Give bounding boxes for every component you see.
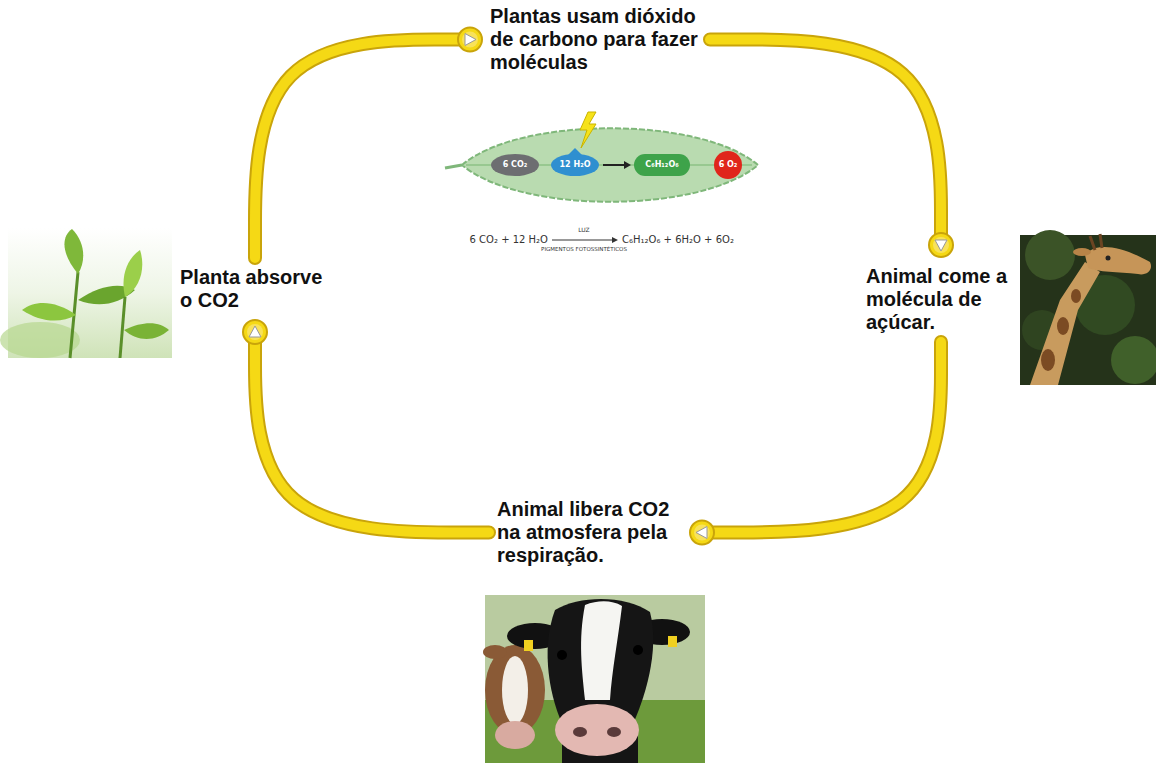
arrow-body <box>710 40 941 246</box>
step-text: Animal libera CO2 na atmosfera pela resp… <box>497 498 682 567</box>
giraffe-patch <box>1057 317 1069 335</box>
leaf-stalk <box>445 165 462 168</box>
reaction-arrow <box>603 164 624 166</box>
arrow-body <box>255 332 489 533</box>
giraffe-patch <box>1071 289 1081 303</box>
back-cow-muzzle <box>495 721 535 749</box>
giraffe-ear <box>1073 248 1091 256</box>
giraffe-photo <box>1020 230 1156 385</box>
cycle-arrow <box>710 40 941 246</box>
molecule-label: C₆H₁₂O₆ <box>632 160 692 170</box>
cow-blaze <box>581 601 622 700</box>
molecule-label: 12 H₂O <box>545 160 605 170</box>
leaf-blade <box>462 128 758 202</box>
cycle-arrow <box>255 40 470 259</box>
back-cow-blaze <box>502 656 528 724</box>
plant-leaf <box>64 229 83 274</box>
cycle-step: Animal come a molécula de açúcar. <box>866 265 1016 334</box>
equation-text: 6 CO₂ + 12 H₂O <box>430 234 548 247</box>
cycle-step: Planta absorve o CO2 <box>180 266 330 312</box>
step-text: Animal come a molécula de açúcar. <box>866 265 1016 334</box>
giraffe-horn <box>1090 236 1095 250</box>
giraffe-neck <box>1030 262 1100 385</box>
step-text: Plantas usam dióxido de carbono para faz… <box>490 5 702 74</box>
cow-eye <box>557 650 567 660</box>
light-bolt <box>580 112 596 148</box>
ear-tag <box>524 640 533 651</box>
molecule-label: 6 O₂ <box>698 160 758 170</box>
back-cow-ear <box>483 645 507 659</box>
plant-leaf <box>124 323 169 339</box>
arrow-outline <box>255 40 470 259</box>
cycle-step: Plantas usam dióxido de carbono para faz… <box>490 5 702 74</box>
arrow-outline <box>255 332 489 533</box>
equation-text: C₆H₁₂O₆ + 6H₂O + 6O₂ <box>622 234 782 247</box>
giraffe-head <box>1085 247 1151 274</box>
equation-text: PIGMENTOS FOTOSSINTÉTICOS <box>524 246 644 253</box>
giraffe-horn <box>1100 234 1102 248</box>
equation-arrow <box>552 240 612 241</box>
molecule-label: 6 CO₂ <box>485 160 545 170</box>
plant-leaf <box>123 250 142 297</box>
cow-photo <box>483 595 705 763</box>
cow-muzzle <box>555 704 639 756</box>
foliage <box>1025 230 1075 280</box>
plant-blur <box>0 322 80 358</box>
giraffe-patch <box>1041 349 1055 371</box>
arrow-outline <box>702 342 941 533</box>
plant-stem <box>120 297 125 358</box>
step-text: Planta absorve o CO2 <box>180 266 330 312</box>
ear-tag <box>668 636 677 647</box>
arrow-outline <box>710 40 941 246</box>
cycle-arrow <box>255 332 489 533</box>
arrow-body <box>702 342 941 533</box>
cycle-arrow <box>702 342 941 533</box>
cow-nostril <box>573 727 587 737</box>
giraffe-eye <box>1106 256 1111 261</box>
reaction-arrow-head <box>624 161 631 169</box>
equation-text: LUZ <box>554 226 614 234</box>
foliage <box>1111 336 1156 384</box>
cycle-step: Animal libera CO2 na atmosfera pela resp… <box>497 498 682 567</box>
plant-leaf <box>22 303 76 321</box>
cow-nostril <box>607 727 621 737</box>
arrow-body <box>255 40 470 259</box>
equation-arrow-head <box>612 237 618 243</box>
cow-eye <box>633 645 643 655</box>
leaf-illustration <box>445 112 758 243</box>
plant-photo <box>0 228 172 358</box>
cow-background <box>485 595 705 763</box>
